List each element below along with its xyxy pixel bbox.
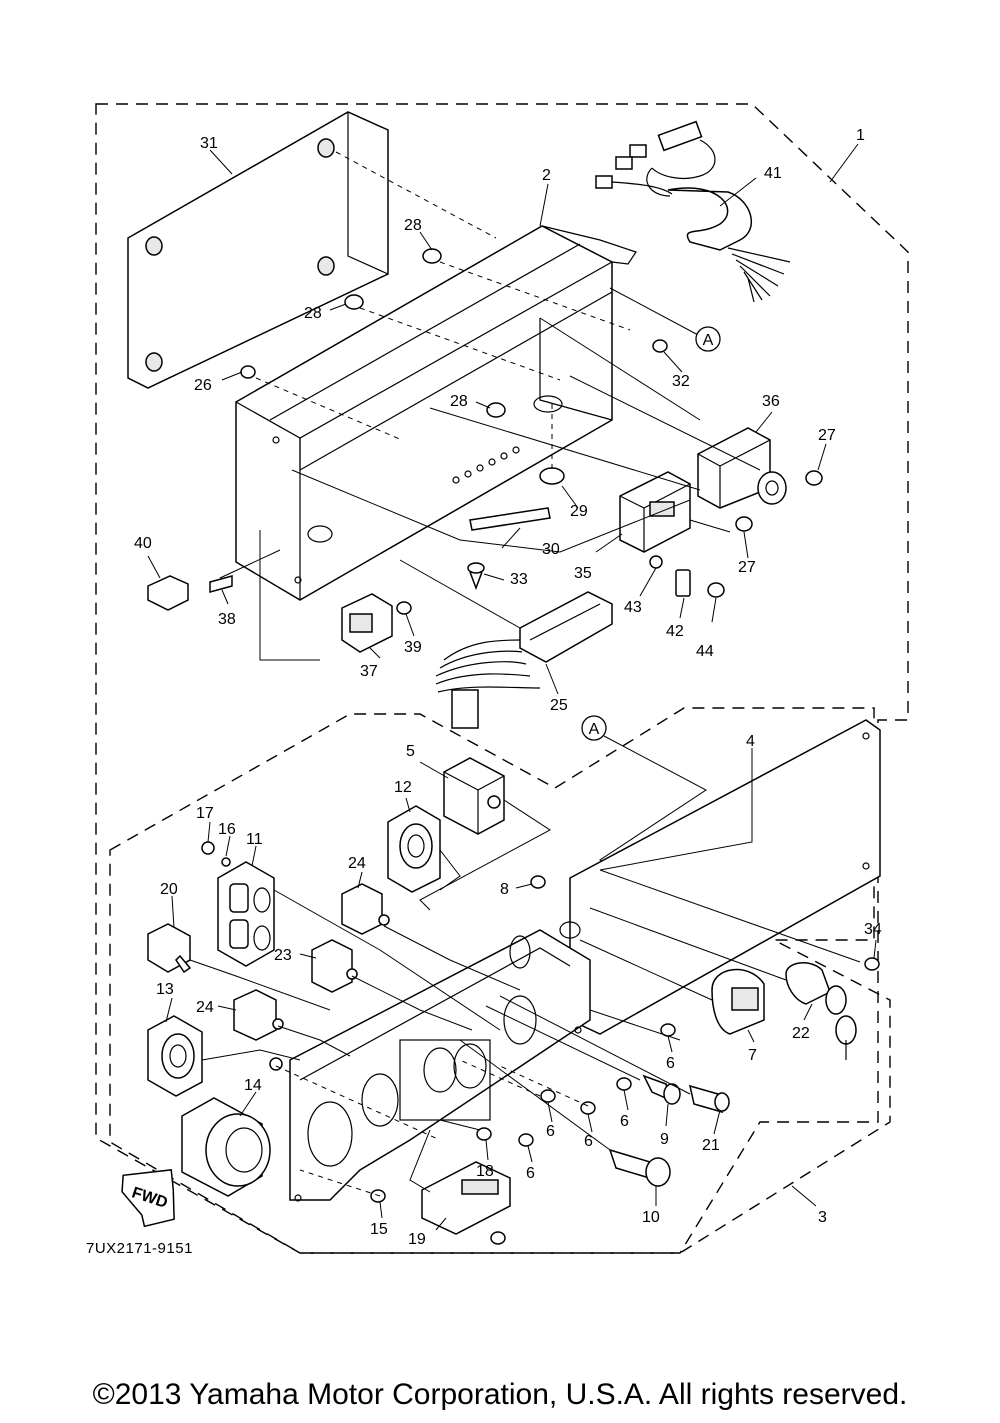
part-24-breaker-upper [341,883,390,935]
callout-16: 16 [218,821,236,838]
callout-28-c: 28 [450,393,468,410]
fwd-arrow: FWD [121,1169,175,1228]
callout-44: 44 [696,643,714,660]
callout-23: 23 [274,947,292,964]
callout-1: 1 [856,127,865,144]
callout-5: 5 [406,743,415,760]
part-21-knob [688,1084,730,1114]
callout-6-e: 6 [526,1165,535,1182]
callout-14: 14 [244,1077,262,1094]
callout-6-b: 6 [620,1113,629,1130]
part-13-outlet [147,1015,203,1097]
callout-20: 20 [160,881,178,898]
callout-37: 37 [360,663,378,680]
callout-3: 3 [818,1209,827,1226]
part-19-plug [421,1161,511,1235]
callout-26: 26 [194,377,212,394]
callout-28-b: 28 [304,305,322,322]
part-5-breaker [443,757,505,835]
callout-41: 41 [764,165,782,182]
part-2-control-box [235,225,637,601]
callout-7: 7 [748,1047,757,1064]
callout-17: 17 [196,805,214,822]
part-14-twistlock-outlet [181,1097,271,1197]
callout-34: 34 [864,921,882,938]
callout-27-a: 27 [818,427,836,444]
part-41-wire-harness [595,120,791,303]
callout-25: 25 [550,697,568,714]
callout-6-c: 6 [546,1123,555,1140]
connector-mark-a-upper: A [695,326,721,352]
callout-10: 10 [642,1209,660,1226]
upper-hardware [147,248,823,615]
assembly-outline [95,103,909,1254]
upper-leaders [219,151,761,661]
callout-32: 32 [672,373,690,390]
part-24-breaker-lower [233,989,284,1041]
callout-6-d: 6 [584,1133,593,1150]
callout-27-b: 27 [738,559,756,576]
connector-mark-a-lower: A [581,715,607,741]
part-12-outlet [387,805,441,893]
connector-label-a-upper: A [703,332,714,349]
callout-42: 42 [666,623,684,640]
part-37-fuse-holder [341,593,393,653]
callout-40: 40 [134,535,152,552]
lower-screws [201,841,880,1245]
copyright-notice: ©2013 Yamaha Motor Corporation, U.S.A. A… [92,1378,908,1411]
callout-31: 31 [200,135,218,152]
part-11-duplex-outlet [217,861,275,967]
callout-11: 11 [246,831,263,848]
callout-21: 21 [702,1137,720,1154]
callout-24-lower: 24 [196,999,214,1016]
callout-19: 19 [408,1231,426,1248]
connector-label-a-lower: A [589,721,600,738]
part-36-module [697,427,787,509]
part-7-hour-meter [711,968,765,1035]
callout-38: 38 [218,611,236,628]
callout-33: 33 [510,571,528,588]
callout-43: 43 [624,599,642,616]
part-10-button [608,1148,671,1187]
callout-15: 15 [370,1221,388,1238]
front-panel-outline [109,707,891,1254]
part-9-indicator [642,1074,681,1105]
callout-28-a: 28 [404,217,422,234]
part-23-breaker [311,939,358,993]
diagram-code: 7UX2171-9151 [86,1240,193,1257]
callout-29: 29 [570,503,588,520]
part-31-cover-plate [127,111,389,389]
callout-30: 30 [542,541,560,558]
callout-leaders [147,143,877,1231]
callout-9: 9 [660,1131,669,1148]
callout-numbers: 1 2 31 41 28 28 26 28 32 36 27 29 27 40 … [134,127,882,1248]
callout-8: 8 [500,881,509,898]
callout-4: 4 [746,733,755,750]
part-20-switch [147,923,192,974]
callout-13: 13 [156,981,174,998]
lower-leaders [189,799,861,1197]
callout-35: 35 [574,565,592,582]
part-3-front-panel [289,929,591,1202]
callout-22: 22 [792,1025,810,1042]
callout-36: 36 [762,393,780,410]
part-35-module [619,471,691,553]
callout-18: 18 [476,1163,494,1180]
callout-2: 2 [542,167,551,184]
callout-12: 12 [394,779,412,796]
part-22-key-switch [785,962,857,1060]
callout-6-a: 6 [666,1055,675,1072]
callout-24-upper: 24 [348,855,366,872]
callout-39: 39 [404,639,422,656]
part-25-bracket-harness [435,591,613,729]
